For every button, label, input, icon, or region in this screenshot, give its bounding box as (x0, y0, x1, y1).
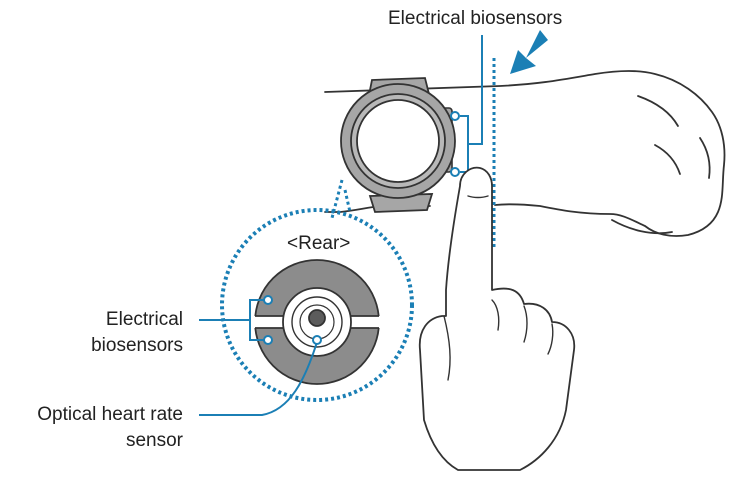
arrow-down-left-icon (510, 30, 548, 74)
top-biosensor-point-1 (450, 111, 460, 121)
finger-creases (443, 195, 554, 381)
top-electrical-biosensors-label: Electrical biosensors (388, 8, 563, 29)
optical-sensor-point (312, 335, 322, 345)
pointing-hand (418, 166, 576, 471)
left-biosensor-point-2 (263, 335, 273, 345)
rear-label: <Rear> (287, 233, 351, 254)
optical-sensor-label-line2: sensor (125, 430, 183, 451)
top-biosensor-point-2 (450, 167, 460, 177)
left-electrical-label-line1: Electrical (105, 309, 183, 330)
optical-sensor-leader (199, 341, 318, 416)
left-biosensor-leader (199, 299, 264, 341)
left-electrical-label-line2: biosensors (91, 335, 183, 356)
rear-zoom-circle (220, 208, 414, 402)
optical-sensor-label-line1: Optical heart rate (37, 404, 183, 425)
watch-body (340, 83, 456, 199)
watch-rear (254, 259, 380, 385)
left-biosensor-point-1 (263, 295, 273, 305)
top-biosensor-leader (460, 35, 483, 173)
